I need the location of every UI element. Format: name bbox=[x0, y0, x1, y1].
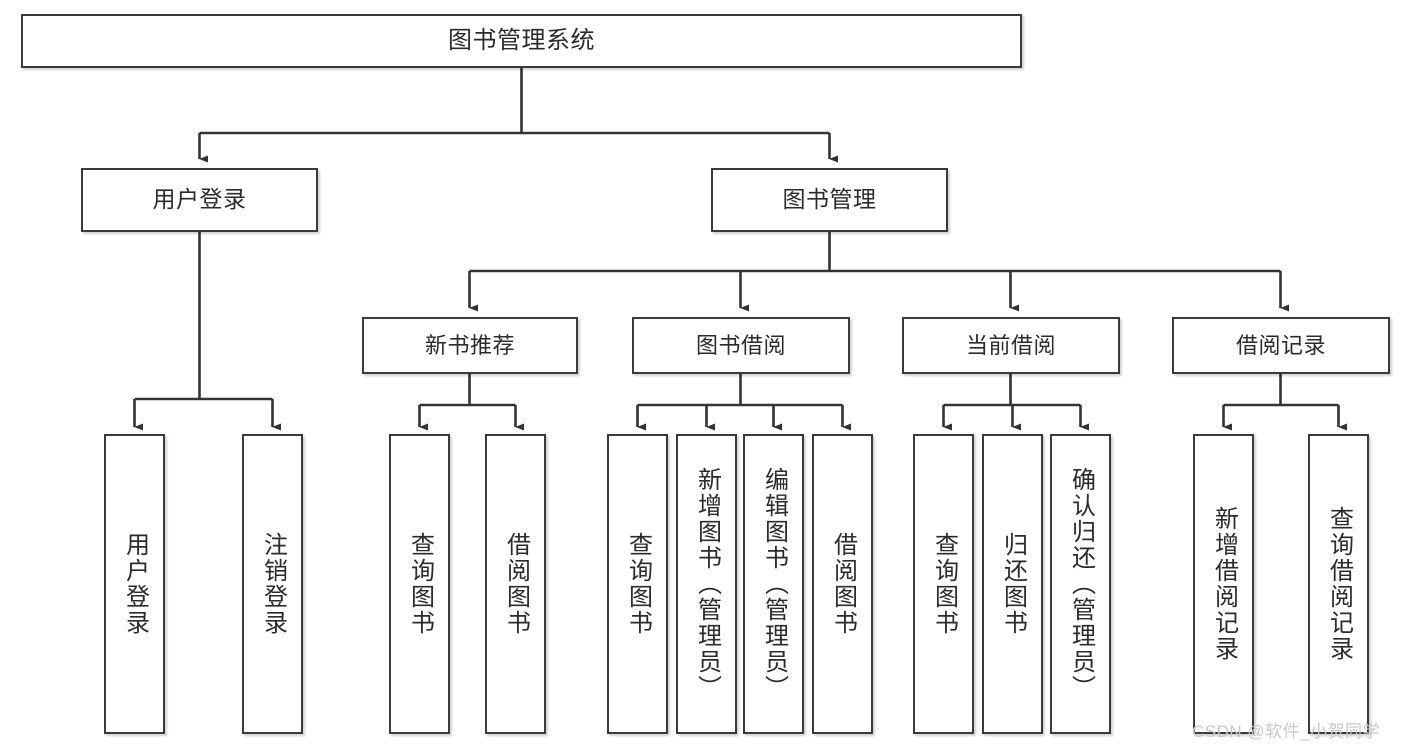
leaf-label-add-book: 新增图书（管理员） bbox=[693, 467, 721, 701]
csdn-watermark: CSDN @软件_小贺同学 bbox=[1192, 722, 1381, 741]
leaf-label-confirm-return: 确认归还（管理员） bbox=[1067, 467, 1095, 701]
leaf-return-book[interactable]: 归还图书 bbox=[982, 434, 1043, 734]
leaf-confirm-return[interactable]: 确认归还（管理员） bbox=[1050, 434, 1111, 734]
leaf-edit-book[interactable]: 编辑图书（管理员） bbox=[743, 434, 804, 734]
leaf-label-borrow-book-2: 借阅图书 bbox=[829, 532, 857, 636]
leaf-label-query-book-1: 查询图书 bbox=[406, 532, 434, 636]
leaf-label-add-record: 新增借阅记录 bbox=[1210, 506, 1238, 662]
leaf-label-query-record: 查询借阅记录 bbox=[1325, 506, 1353, 662]
node-label-root: 图书管理系统 bbox=[448, 26, 595, 54]
node-user-login[interactable]: 用户登录 bbox=[81, 168, 318, 232]
node-label-book-manage: 图书管理 bbox=[782, 186, 877, 213]
node-current-borrow[interactable]: 当前借阅 bbox=[902, 317, 1120, 374]
leaf-add-book[interactable]: 新增图书（管理员） bbox=[676, 434, 737, 734]
leaf-borrow-book-borrow[interactable]: 借阅图书 bbox=[812, 434, 873, 734]
node-label-new-book-recommend: 新书推荐 bbox=[424, 332, 515, 358]
leaf-query-book-borrow[interactable]: 查询图书 bbox=[607, 434, 668, 734]
node-book-management-system[interactable]: 图书管理系统 bbox=[21, 14, 1022, 68]
leaf-add-borrow-record[interactable]: 新增借阅记录 bbox=[1193, 434, 1254, 734]
leaf-label-return-book: 归还图书 bbox=[999, 532, 1027, 636]
leaf-user-login[interactable]: 用户登录 bbox=[104, 434, 165, 734]
node-label-user-login: 用户登录 bbox=[152, 186, 247, 213]
leaf-label-user-login: 用户登录 bbox=[121, 532, 149, 636]
node-label-current-borrow: 当前借阅 bbox=[965, 332, 1056, 358]
node-label-borrow-record: 借阅记录 bbox=[1235, 332, 1326, 358]
leaf-label-edit-book: 编辑图书（管理员） bbox=[760, 467, 788, 701]
node-new-book-recommend[interactable]: 新书推荐 bbox=[362, 317, 578, 374]
leaf-label-logout: 注销登录 bbox=[259, 532, 287, 636]
leaf-logout[interactable]: 注销登录 bbox=[242, 434, 303, 734]
leaf-label-borrow-book-1: 借阅图书 bbox=[502, 532, 530, 636]
node-label-book-borrow: 图书借阅 bbox=[695, 332, 786, 358]
node-book-borrow[interactable]: 图书借阅 bbox=[632, 317, 850, 374]
leaf-query-borrow-record[interactable]: 查询借阅记录 bbox=[1308, 434, 1369, 734]
node-borrow-record[interactable]: 借阅记录 bbox=[1172, 317, 1390, 374]
leaf-borrow-book-recommend[interactable]: 借阅图书 bbox=[485, 434, 546, 734]
node-book-manage[interactable]: 图书管理 bbox=[711, 168, 948, 232]
leaf-query-book-recommend[interactable]: 查询图书 bbox=[389, 434, 450, 734]
leaf-label-query-book-3: 查询图书 bbox=[930, 532, 958, 636]
leaf-query-book-current[interactable]: 查询图书 bbox=[913, 434, 974, 734]
leaf-label-query-book-2: 查询图书 bbox=[624, 532, 652, 636]
